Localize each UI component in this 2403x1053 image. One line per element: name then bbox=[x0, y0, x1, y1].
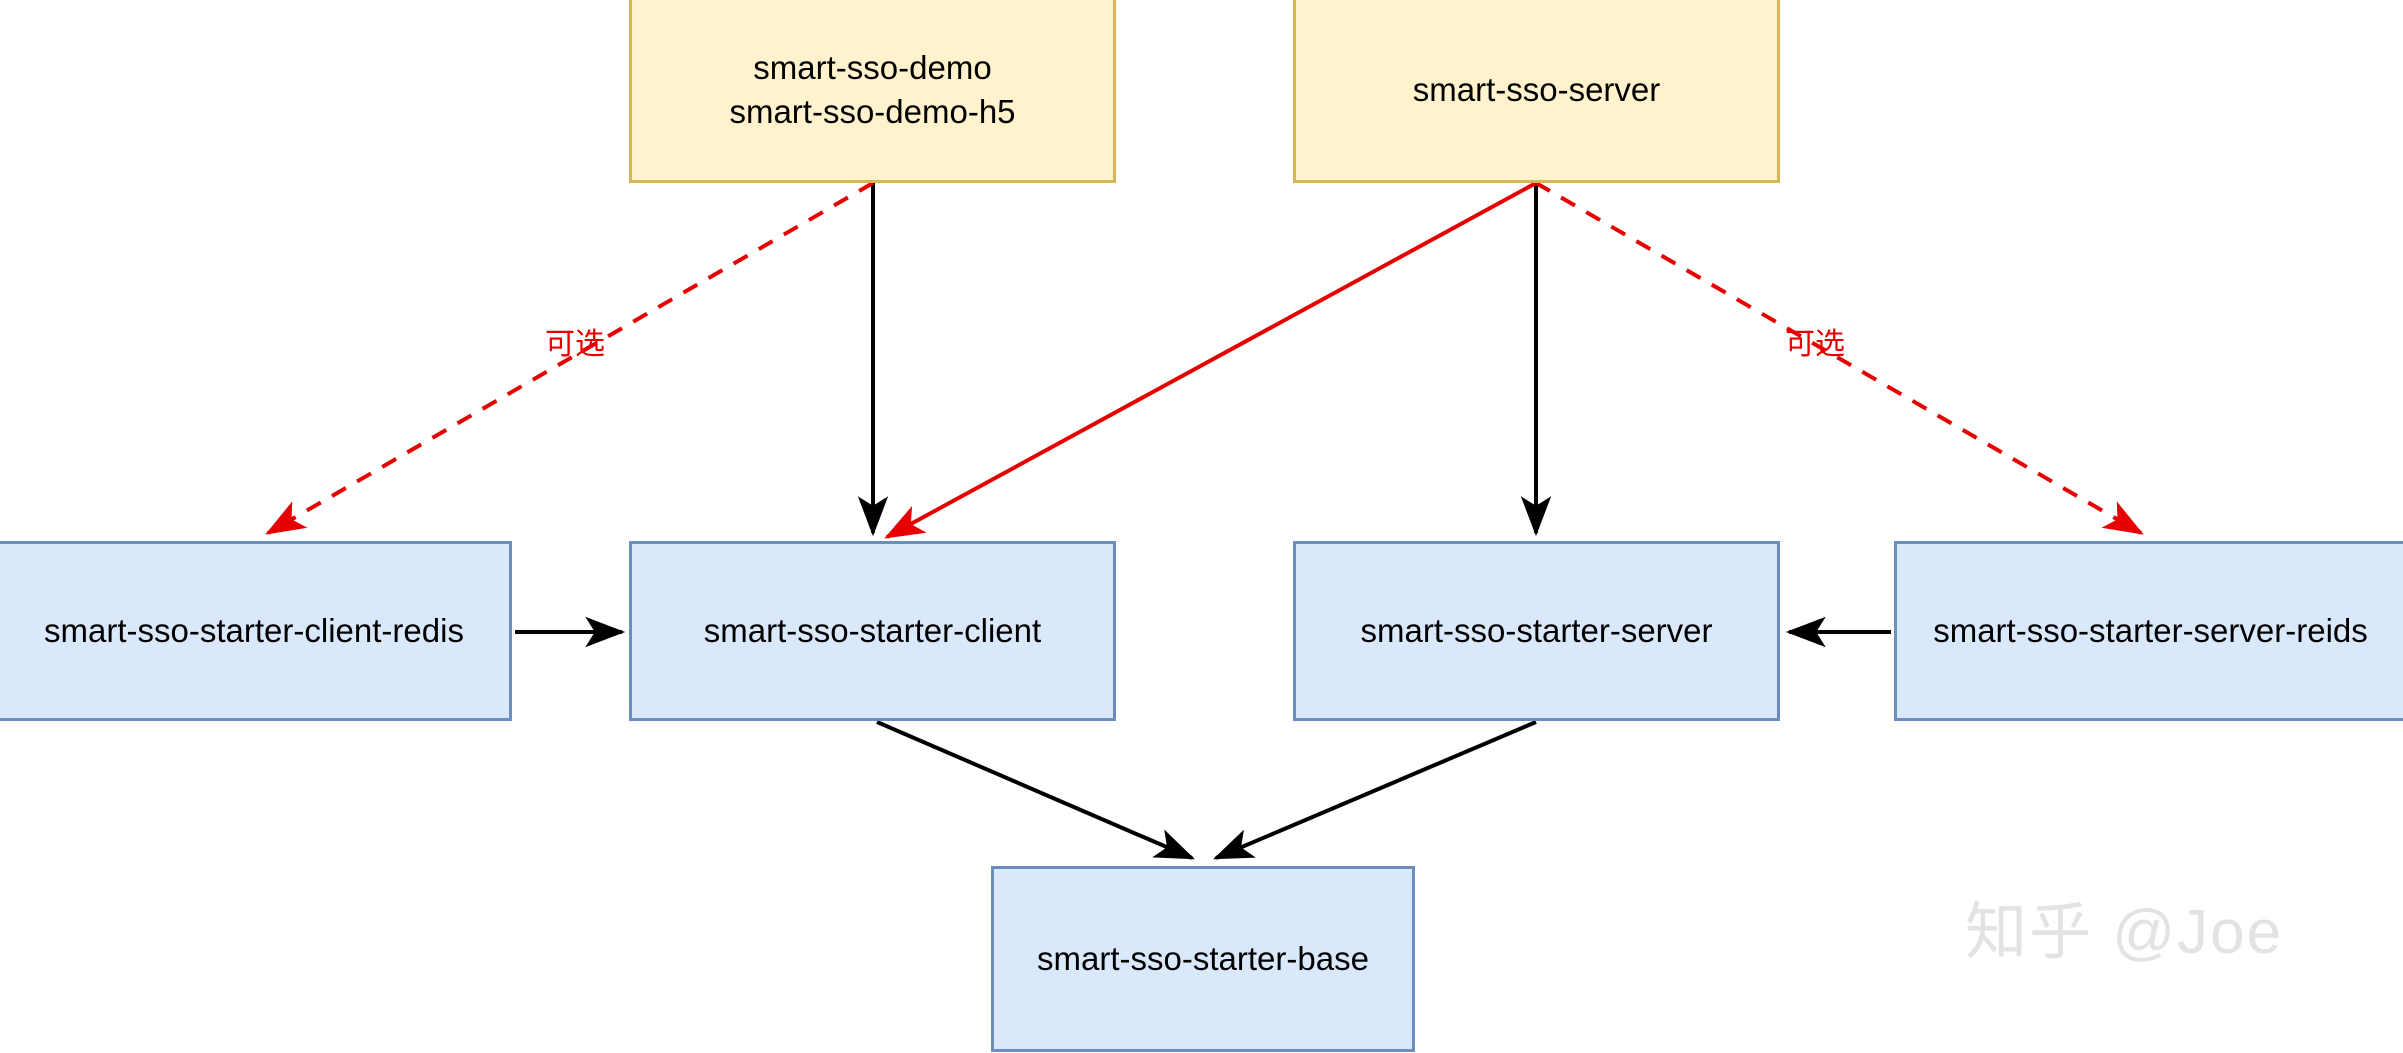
node-label: smart-sso-starter-client bbox=[703, 612, 1042, 650]
node-label: smart-sso-starter-server bbox=[1360, 612, 1713, 650]
node-label: smart-sso-demo bbox=[753, 48, 992, 86]
node-label: smart-sso-server bbox=[1412, 70, 1661, 108]
node-smart-sso-starter-client[interactable]: smart-sso-starter-client bbox=[629, 541, 1116, 721]
node-smart-sso-starter-server[interactable]: smart-sso-starter-server bbox=[1293, 541, 1780, 721]
node-smart-sso-starter-client-redis[interactable]: smart-sso-starter-client-redis bbox=[0, 541, 512, 721]
node-label: smart-sso-starter-base bbox=[1037, 940, 1369, 978]
node-label: smart-sso-starter-client-redis bbox=[44, 612, 464, 650]
node-smart-sso-starter-server-reids[interactable]: smart-sso-starter-server-reids bbox=[1894, 541, 2403, 721]
edge-starter-client-to-base bbox=[876, 720, 1195, 860]
node-smart-sso-server[interactable]: smart-sso-server bbox=[1293, 0, 1780, 183]
node-label: smart-sso-demo-h5 bbox=[729, 92, 1016, 130]
node-smart-sso-starter-base[interactable]: smart-sso-starter-base bbox=[991, 866, 1415, 1052]
node-smart-sso-demo[interactable]: smart-sso-demo smart-sso-demo-h5 bbox=[629, 0, 1116, 183]
watermark: 知乎 @Joe bbox=[1965, 898, 2284, 967]
node-label: smart-sso-starter-server-reids bbox=[1933, 612, 2368, 650]
edge-starter-server-to-base bbox=[1213, 720, 1537, 860]
edge-label-demo-to-starter-client-redis: 可选 bbox=[545, 328, 605, 361]
edge-label-server-to-starter-server-reids: 可选 bbox=[1785, 328, 1845, 361]
edge-server-to-starter-client bbox=[884, 181, 1537, 539]
